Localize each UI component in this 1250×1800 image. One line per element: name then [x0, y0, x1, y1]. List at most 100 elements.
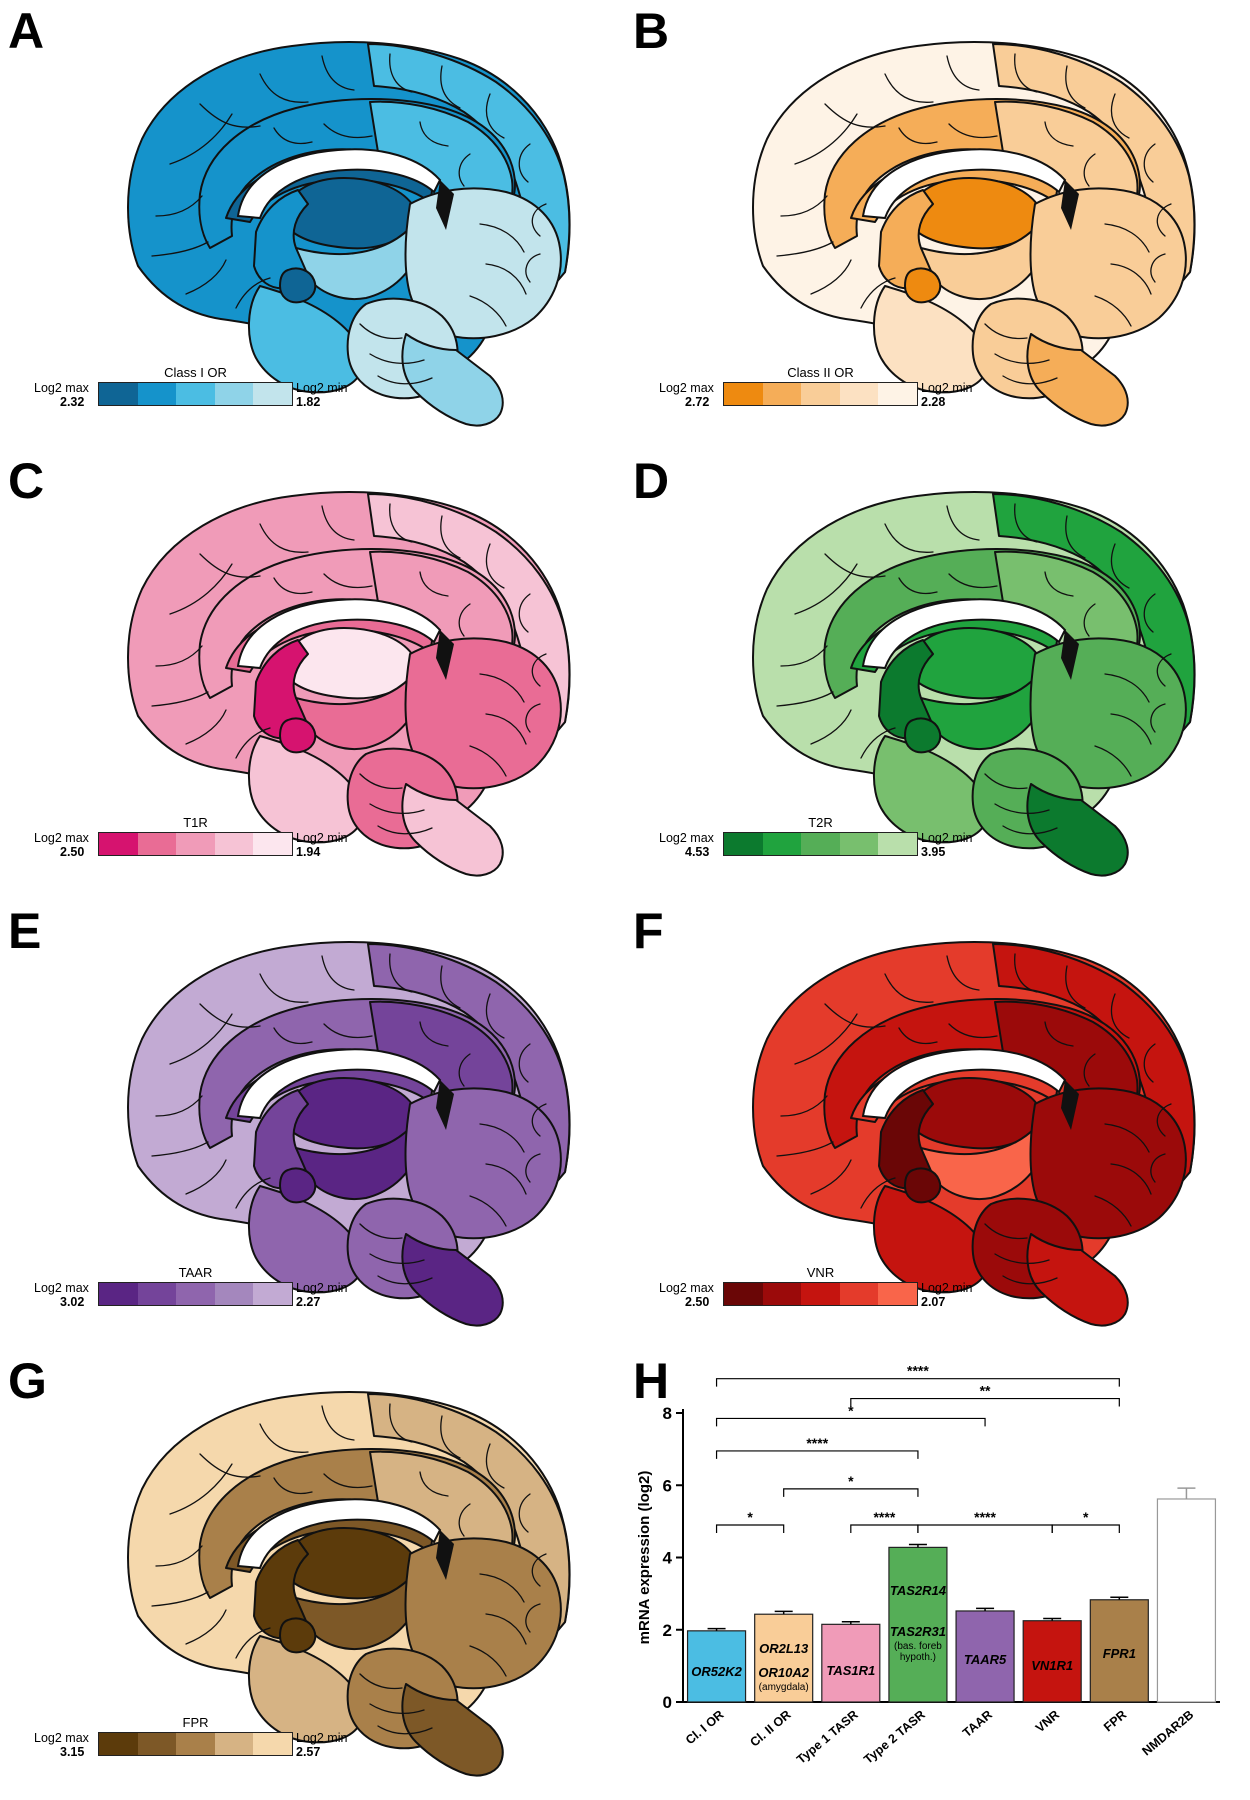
bar: [888, 1546, 948, 1703]
sulcus-line: [1156, 203, 1172, 237]
sulcus-line: [479, 1573, 525, 1603]
significance-stars: ****: [806, 1435, 828, 1451]
brain-region-temporal: [247, 1185, 363, 1294]
sulcus-line: [1002, 1275, 1058, 1285]
panel-letter: C: [8, 453, 45, 509]
sulcus-line: [531, 653, 547, 687]
sulcus-line: [485, 263, 527, 295]
legend-title: TAAR: [178, 1265, 213, 1280]
sulcus-line: [321, 1405, 355, 1441]
sulcus-line: [1156, 653, 1172, 687]
legend-swatch: [878, 383, 917, 405]
sulcus-line: [389, 1403, 413, 1443]
brain-region-temporal: [247, 1635, 363, 1744]
sulcus-line: [1065, 515, 1086, 559]
sulcus-line: [531, 1103, 547, 1137]
legend-title: Class I OR: [164, 365, 227, 380]
sulcus-line: [1094, 1195, 1132, 1227]
sulcus-line: [984, 323, 1028, 340]
brain-region-brainstem: [401, 1233, 504, 1327]
sulcus-line: [323, 1473, 373, 1489]
legend-swatch: [253, 833, 292, 855]
significance-stars: *: [1083, 1509, 1089, 1525]
sulcus-line: [479, 673, 525, 703]
sulcus-line: [1150, 1153, 1166, 1183]
sulcus-line: [369, 803, 425, 815]
sulcus-line: [199, 103, 261, 128]
sulcus-line: [984, 773, 1028, 790]
brain-region-brainstem: [1026, 783, 1129, 877]
sulcus-line: [810, 709, 852, 745]
legend-min-label: Log2 min: [921, 381, 973, 395]
legend-swatch: [137, 1733, 177, 1755]
ventricle-notch: [436, 180, 454, 230]
legend-max-label: Log2 max: [659, 1281, 714, 1295]
brain-region-cortex-back: [367, 493, 571, 755]
brain-region-brainstem: [1026, 1233, 1129, 1327]
sulcus-line: [948, 1023, 998, 1039]
bar-gene-label: TAS1R1: [826, 1663, 875, 1678]
brain-region-amygdala: [279, 1167, 317, 1204]
legend-swatches: [98, 382, 293, 406]
sulcus-line: [235, 277, 271, 309]
legend-swatch: [99, 1733, 138, 1755]
sulcus-line: [369, 353, 425, 365]
sulcus-line: [469, 1195, 507, 1227]
sulcus-line: [359, 323, 403, 340]
sulcus-line: [1083, 603, 1096, 637]
sulcus-line: [1110, 263, 1152, 295]
sulcus-line: [235, 1627, 271, 1659]
sulcus-line: [485, 93, 505, 139]
legend-swatch: [762, 833, 802, 855]
legend-max-label: Log2 max: [659, 831, 714, 845]
bar: [821, 1623, 881, 1703]
panel-letter: F: [633, 903, 664, 959]
bar-gene-label: (bas. foreb: [894, 1641, 942, 1652]
panel-h: H: [625, 1350, 1250, 1800]
legend-swatch: [137, 1283, 177, 1305]
legend-swatches: [723, 1282, 918, 1306]
panel-letter: D: [633, 453, 670, 509]
sulcus-line: [185, 259, 227, 295]
sulcus-line: [525, 1153, 541, 1183]
sulcus-line: [884, 973, 934, 1003]
brain-region-temporal: [247, 735, 363, 844]
sulcus-line: [994, 803, 1050, 815]
bar: [1156, 1498, 1217, 1703]
sulcus-line: [884, 73, 934, 103]
sulcus-line: [1094, 295, 1132, 327]
legend-swatch: [801, 1283, 840, 1305]
sulcus-line: [485, 1613, 527, 1645]
legend-min-label: Log2 min: [296, 1281, 348, 1295]
ventricle-notch: [1061, 1080, 1079, 1130]
legend-swatch: [99, 1283, 138, 1305]
legend-swatches: [98, 832, 293, 856]
brain-region-amygdala: [279, 717, 317, 754]
legend-title: Class II OR: [787, 365, 854, 380]
legend-title: T2R: [808, 815, 833, 830]
sulcus-line: [1014, 503, 1038, 543]
sulcus-line: [419, 1021, 449, 1047]
bar: [1089, 1599, 1149, 1703]
brain-map: [127, 41, 571, 427]
panel-letter: A: [8, 3, 45, 59]
brain-region-brainstem: [1026, 333, 1129, 427]
legend-min-label: Log2 min: [296, 1731, 348, 1745]
significance-stars: **: [980, 1383, 991, 1399]
sulcus-line: [377, 825, 433, 835]
sulcus-line: [458, 1503, 471, 1537]
sulcus-line: [1110, 1163, 1152, 1195]
sulcus-line: [946, 55, 980, 91]
bar-gene-label: TAS2R14: [890, 1583, 947, 1598]
panel-letter: E: [8, 903, 42, 959]
sulcus-line: [898, 127, 938, 145]
x-tick-label: FPR: [1101, 1708, 1129, 1735]
sulcus-line: [389, 953, 413, 993]
sulcus-line: [389, 53, 413, 93]
brain-map: [752, 941, 1196, 1327]
legend-swatch: [801, 383, 840, 405]
legend-swatch: [99, 383, 138, 405]
